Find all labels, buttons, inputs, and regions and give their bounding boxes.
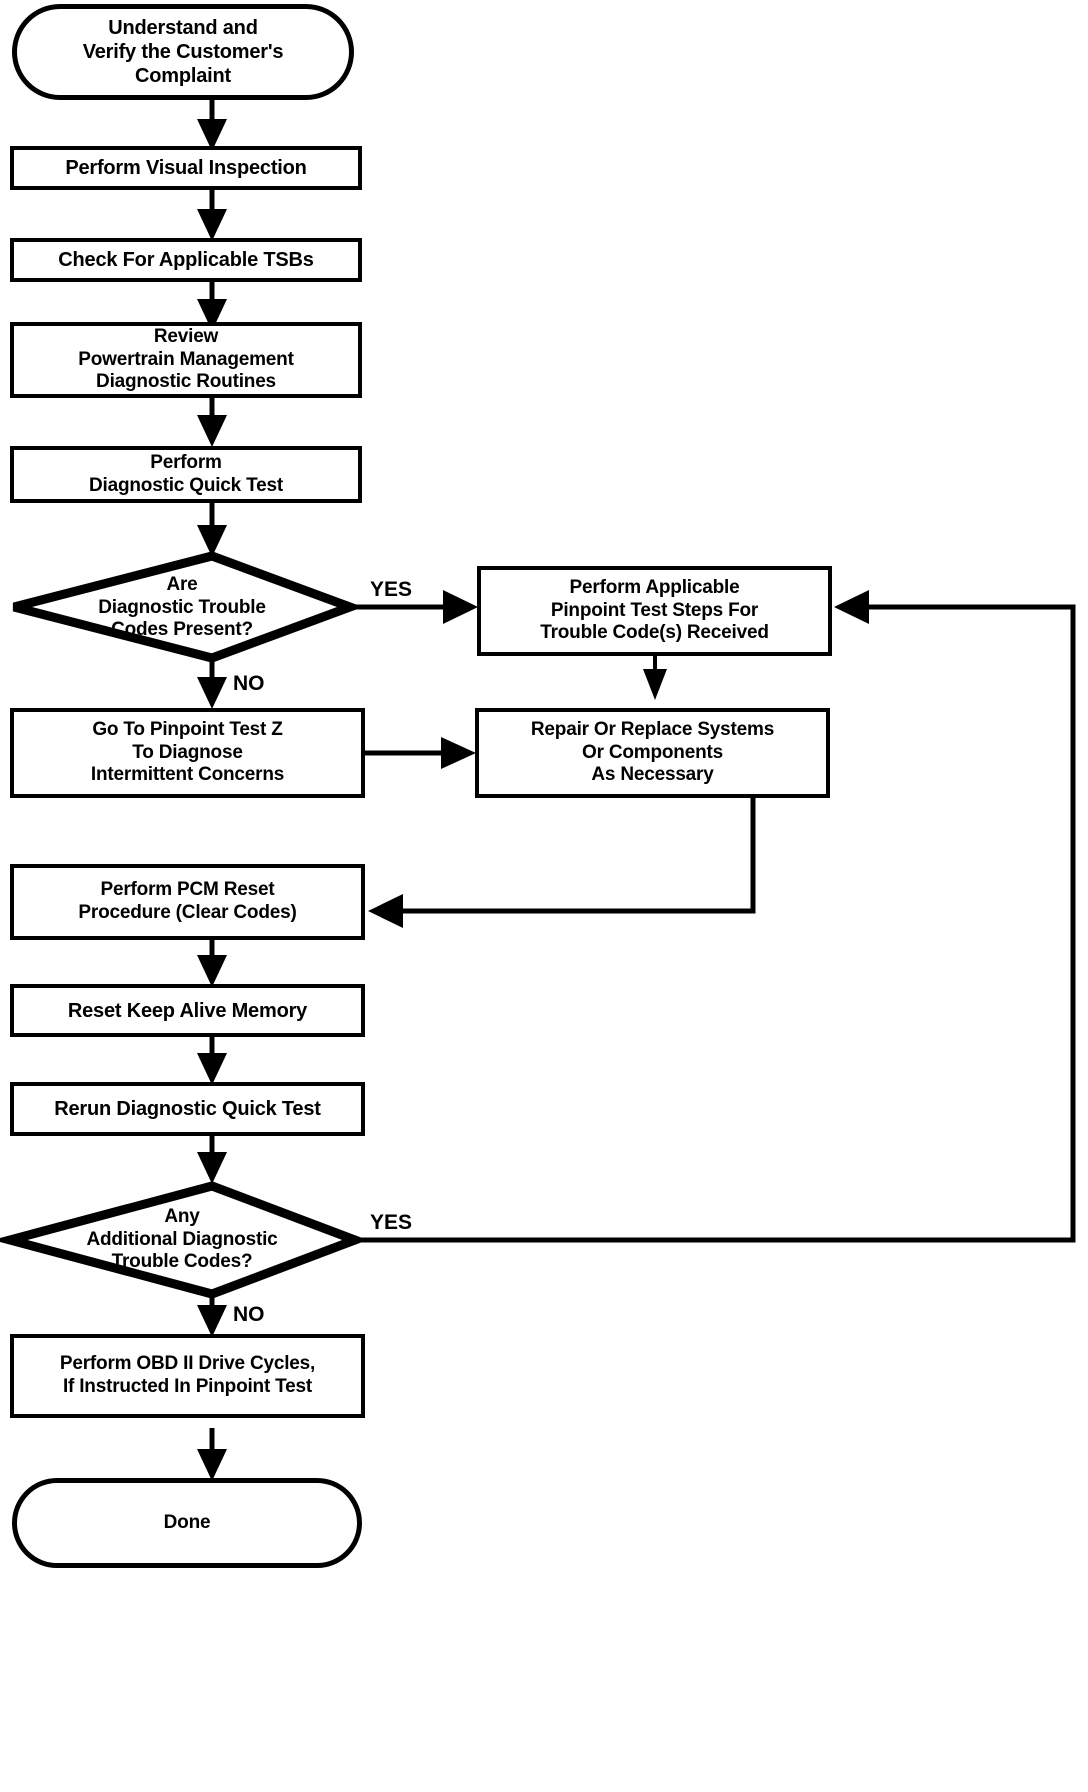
node-check-applicable-tsbs[interactable]: Check For Applicable TSBs (10, 238, 362, 282)
node-repair-replace-label: Repair Or Replace Systems Or Components … (530, 718, 775, 786)
node-perform-applicable-pinpoint-steps[interactable]: Perform Applicable Pinpoint Test Steps F… (477, 566, 832, 656)
edge-pinpoint-steps-to-repair-replace (643, 656, 667, 700)
node-pinpoint-z-label: Go To Pinpoint Test Z To Diagnose Interm… (90, 718, 285, 786)
node-quick-test-label: Perform Diagnostic Quick Test (89, 451, 283, 496)
edge-pinpoint-z-to-repair-replace (365, 737, 476, 769)
node-start-terminator[interactable]: Understand and Verify the Customer's Com… (12, 4, 354, 100)
node-perform-visual-inspection[interactable]: Perform Visual Inspection (10, 146, 362, 190)
node-go-to-pinpoint-test-z[interactable]: Go To Pinpoint Test Z To Diagnose Interm… (10, 708, 365, 798)
node-obd-drive-cycles-label: Perform OBD II Drive Cycles, If Instruct… (59, 1353, 316, 1397)
node-check-tsbs-label: Check For Applicable TSBs (58, 249, 314, 271)
node-done-terminator[interactable]: Done (12, 1478, 362, 1568)
edge-additional-yes-feedback-loop (355, 590, 1076, 1243)
node-reset-kam-label: Reset Keep Alive Memory (67, 999, 308, 1022)
edge-obd-drive-cycles-to-done (197, 1428, 227, 1481)
node-perform-pcm-reset[interactable]: Perform PCM Reset Procedure (Clear Codes… (10, 864, 365, 940)
node-pcm-reset-label: Perform PCM Reset Procedure (Clear Codes… (78, 879, 297, 923)
edge-dtc-yes-to-pinpoint-steps (350, 590, 478, 624)
edge-label-additional-yes: YES (370, 1211, 413, 1234)
node-rerun-quick-test-label: Rerun Diagnostic Quick Test (54, 1098, 321, 1120)
edge-rerun-quick-test-to-additional-decision (197, 1136, 227, 1184)
edge-reset-kam-to-rerun-quick-test (197, 1037, 227, 1085)
edge-review-routines-to-quick-test (197, 398, 227, 447)
edge-pcm-reset-to-reset-kam (197, 940, 227, 987)
node-reset-keep-alive-memory[interactable]: Reset Keep Alive Memory (10, 984, 365, 1037)
node-review-powertrain-routines[interactable]: Review Powertrain Management Diagnostic … (10, 322, 362, 398)
node-visual-inspection-label: Perform Visual Inspection (65, 157, 307, 179)
node-start-label: Understand and Verify the Customer's Com… (82, 17, 284, 87)
node-done-label: Done (163, 1511, 211, 1533)
edge-visual-inspection-to-check-tsbs (197, 190, 227, 241)
node-dtc-present-label: Are Diagnostic Trouble Codes Present? (98, 573, 266, 641)
node-pinpoint-steps-label: Perform Applicable Pinpoint Test Steps F… (540, 576, 769, 644)
edge-repair-replace-to-pcm-reset (368, 797, 756, 928)
dtc-present-diamond-outline (12, 551, 363, 663)
node-review-routines-label: Review Powertrain Management Diagnostic … (78, 325, 294, 393)
edge-start-to-visual-inspection (197, 100, 227, 151)
node-repair-or-replace[interactable]: Repair Or Replace Systems Or Components … (475, 708, 830, 798)
edge-label-additional-no: NO (233, 1303, 265, 1326)
node-decision-additional-dtcs[interactable]: Any Additional Diagnostic Trouble Codes? (14, 1186, 350, 1294)
additional-dtcs-diamond-outline (0, 1181, 368, 1299)
edge-label-dtc-no: NO (233, 672, 265, 695)
edge-check-tsbs-to-review-routines (197, 282, 227, 331)
node-perform-diagnostic-quick-test[interactable]: Perform Diagnostic Quick Test (10, 446, 362, 503)
node-perform-obd-ii-drive-cycles[interactable]: Perform OBD II Drive Cycles, If Instruct… (10, 1334, 365, 1418)
edge-quick-test-to-dtc-decision (197, 503, 227, 557)
node-rerun-diagnostic-quick-test[interactable]: Rerun Diagnostic Quick Test (10, 1082, 365, 1136)
node-decision-dtc-present[interactable]: Are Diagnostic Trouble Codes Present? (14, 556, 350, 660)
node-additional-dtcs-label: Any Additional Diagnostic Trouble Codes? (86, 1205, 278, 1273)
edge-label-dtc-yes: YES (370, 578, 413, 601)
edge-dtc-no-to-pinpoint-z (197, 660, 227, 709)
